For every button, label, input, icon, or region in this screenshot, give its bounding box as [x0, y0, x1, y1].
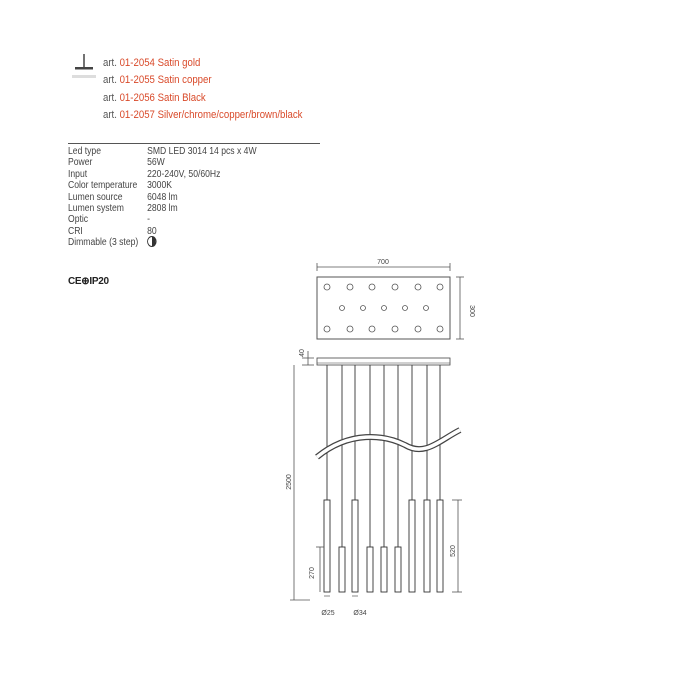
- article-prefix: art.: [103, 108, 117, 121]
- spec-label: Led type: [68, 146, 102, 157]
- spec-row: Led type SMD LED 3014 14 pcs x 4W: [68, 146, 257, 157]
- divider: [68, 143, 320, 144]
- article-row: art. 01-2056 Satin Black: [103, 90, 302, 107]
- article-row: art. 01-2057 Silver/chrome/copper/brown/…: [103, 107, 302, 124]
- article-prefix: art.: [103, 91, 117, 104]
- canopy-height-dimension: 40: [299, 349, 306, 357]
- spec-label: Color temperature: [68, 180, 138, 192]
- spec-row: Lumen system 2808 lm: [68, 203, 257, 214]
- spec-value: 2808 lm: [147, 202, 178, 214]
- spec-label: Dimmable (3 step): [68, 237, 139, 249]
- total-height-dimension: 2500: [286, 474, 293, 490]
- depth-dimension: 300: [468, 305, 475, 317]
- spec-label: Power: [68, 157, 93, 169]
- article-prefix: art.: [103, 74, 117, 87]
- spec-row: Color temperature 3000K: [68, 180, 257, 191]
- article-row: art. 01-2054 Satin gold: [103, 55, 302, 72]
- spec-label: CRI: [68, 225, 83, 237]
- spec-value: 3000K: [147, 180, 172, 192]
- article-name: Silver/chrome/copper/brown/black: [157, 108, 303, 121]
- spec-label: Lumen source: [68, 191, 123, 203]
- spec-row: Power 56W: [68, 157, 257, 168]
- spec-row: Lumen source 6048 lm: [68, 192, 257, 203]
- article-code: 01-2054: [119, 57, 155, 69]
- width-dimension: 700: [377, 259, 389, 266]
- spec-label: Input: [68, 168, 88, 180]
- spec-value: 80: [147, 225, 157, 237]
- article-row: art. 01-2055 Satin copper: [103, 72, 302, 89]
- spec-value: 56W: [147, 157, 165, 169]
- certification-marks: CE⊕IP20: [68, 276, 109, 287]
- technical-drawing: 700 300 40 2500: [286, 259, 475, 617]
- article-name: Satin Black: [157, 91, 206, 104]
- spec-row: Optic -: [68, 214, 257, 225]
- spec-label: Optic: [68, 214, 89, 226]
- spec-row: CRI 80: [68, 226, 257, 237]
- article-code: 01-2055: [119, 74, 155, 87]
- article-code: 01-2057: [119, 108, 155, 121]
- article-name: Satin copper: [157, 74, 212, 87]
- spec-table: Led type SMD LED 3014 14 pcs x 4W Power 56…: [68, 146, 287, 249]
- short-tube-dimension: 270: [309, 567, 316, 579]
- spec-label: Lumen system: [68, 202, 124, 214]
- diameter-small-label: Ø25: [321, 610, 334, 617]
- spec-value: -: [147, 214, 150, 226]
- diameter-large-label: Ø34: [353, 610, 366, 617]
- article-code: 01-2056: [119, 91, 155, 104]
- long-tube-dimension: 520: [450, 545, 457, 557]
- article-name: Satin gold: [157, 57, 201, 69]
- spec-value: SMD LED 3014 14 pcs x 4W: [147, 146, 257, 157]
- spec-value: 6048 lm: [147, 191, 178, 203]
- spec-row: Dimmable (3 step): [68, 236, 257, 249]
- article-prefix: art.: [103, 57, 117, 69]
- spec-value: 220-240V, 50/60Hz: [147, 168, 221, 180]
- dimmable-icon: [147, 236, 157, 248]
- pendant-lamp-icon: [72, 54, 96, 78]
- spec-row: Input 220-240V, 50/60Hz: [68, 169, 257, 180]
- article-list: art. 01-2054 Satin gold art. 01-2055 Sat…: [103, 55, 335, 124]
